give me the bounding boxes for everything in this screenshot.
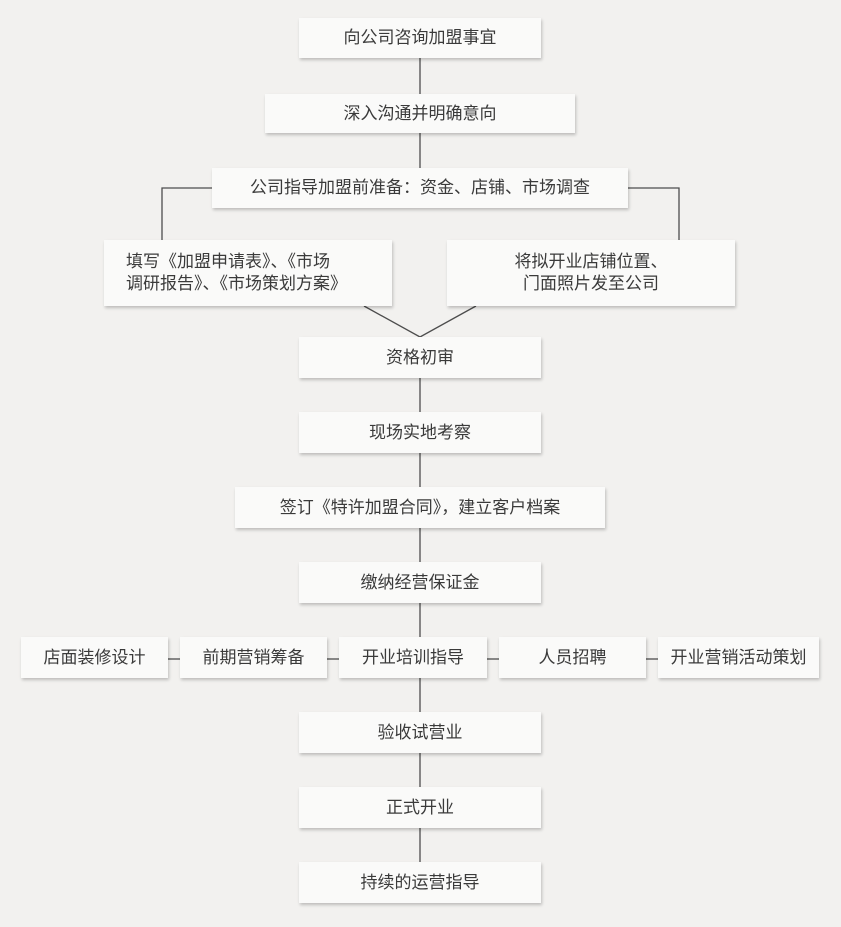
step-deep-communication: 深入沟通并明确意向 <box>265 94 575 133</box>
step-label-line2: 调研报告》、《市场策划方案》 <box>126 274 347 294</box>
step-trial-operation: 验收试营业 <box>299 712 541 753</box>
step-label: 人员招聘 <box>538 647 607 668</box>
step-label: 验收试营业 <box>377 722 463 743</box>
step-label: 前期营销筹备 <box>202 647 305 668</box>
step-opening-training: 开业培训指导 <box>339 637 487 678</box>
step-pay-deposit: 缴纳经营保证金 <box>299 562 541 603</box>
step-label: 公司指导加盟前准备：资金、店铺、市场调查 <box>250 178 590 198</box>
step-label-line1: 填写《加盟申请表》、《市场 <box>126 252 330 272</box>
step-label: 深入沟通并明确意向 <box>343 103 497 124</box>
step-label: 向公司咨询加盟事宜 <box>343 28 497 48</box>
step-label: 资格初审 <box>386 347 454 368</box>
step-preparation-guidance: 公司指导加盟前准备：资金、店铺、市场调查 <box>212 168 628 208</box>
step-pre-marketing-prep: 前期营销筹备 <box>180 637 327 678</box>
step-site-inspection: 现场实地考察 <box>299 412 541 453</box>
step-label: 正式开业 <box>386 797 454 818</box>
step-consult-company: 向公司咨询加盟事宜 <box>299 18 541 58</box>
step-label: 店面装修设计 <box>43 647 146 668</box>
step-label: 持续的运营指导 <box>360 872 480 893</box>
step-label: 缴纳经营保证金 <box>360 572 480 593</box>
step-official-opening: 正式开业 <box>299 787 541 828</box>
step-store-decoration-design: 店面装修设计 <box>21 637 168 678</box>
step-label: 开业营销活动策划 <box>670 647 807 668</box>
step-fill-application-forms: 填写《加盟申请表》、《市场 调研报告》、《市场策划方案》 <box>104 240 392 306</box>
step-label: 签订《特许加盟合同》，建立客户档案 <box>279 497 561 518</box>
step-initial-review: 资格初审 <box>299 337 541 378</box>
connector-s3-left-branch <box>161 187 212 240</box>
step-ongoing-guidance: 持续的运营指导 <box>299 862 541 903</box>
step-label: 开业培训指导 <box>362 647 464 668</box>
step-label-line1: 将拟开业店铺位置、 <box>514 252 668 272</box>
step-label-line2: 门面照片发至公司 <box>523 274 659 294</box>
step-send-store-photos: 将拟开业店铺位置、 门面照片发至公司 <box>447 240 735 306</box>
connector-s3-right-branch <box>628 187 680 240</box>
step-label: 现场实地考察 <box>369 422 471 443</box>
step-sign-contract: 签订《特许加盟合同》，建立客户档案 <box>235 487 605 528</box>
connector-merge-to-s5 <box>363 305 477 338</box>
step-opening-marketing-plan: 开业营销活动策划 <box>658 637 819 678</box>
step-staff-recruitment: 人员招聘 <box>499 637 646 678</box>
